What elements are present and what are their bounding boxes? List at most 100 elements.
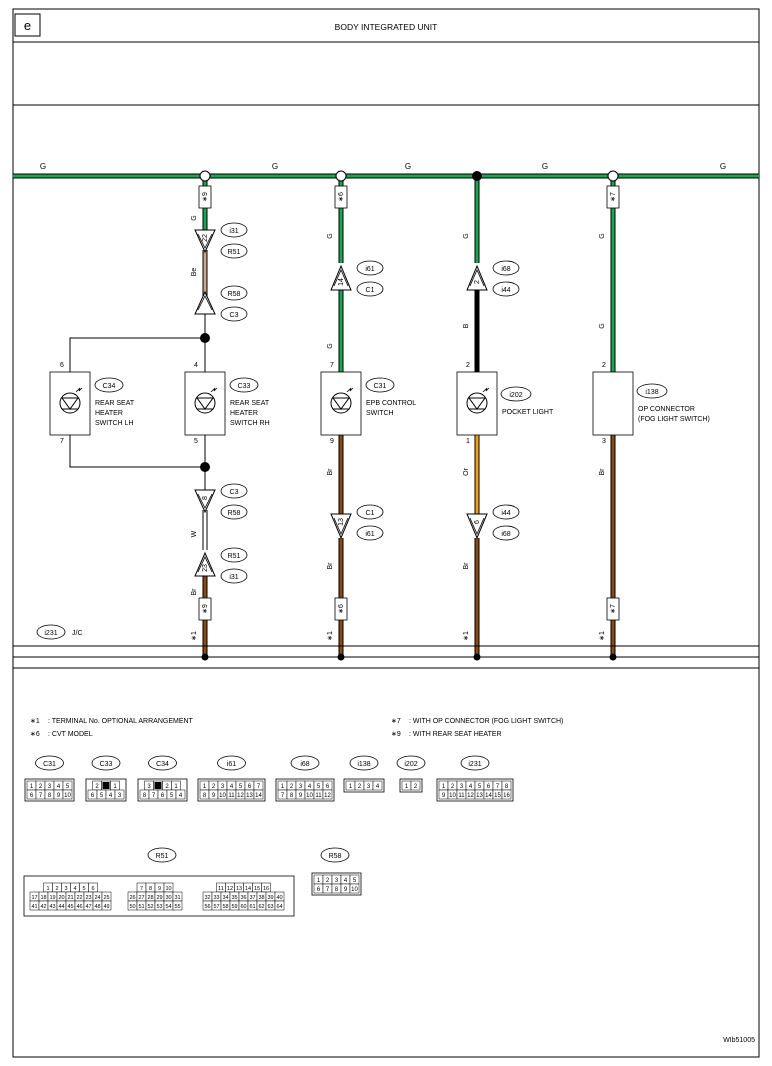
pin-label: 6 <box>317 887 321 893</box>
connector-code: i68 <box>501 266 510 273</box>
pin-label: 5 <box>100 793 104 799</box>
wire-color-code: G <box>327 233 334 238</box>
pin-label: 22 <box>76 895 82 901</box>
wire-color-code: W <box>191 530 198 537</box>
wire-color-code: G <box>191 215 198 220</box>
pin-cell <box>253 789 264 800</box>
option-star: ∗9 <box>202 192 209 202</box>
splice-point <box>200 333 210 343</box>
pin-label: 26 <box>129 895 135 901</box>
pin-label: 46 <box>76 904 82 910</box>
pin-label: 29 <box>156 895 162 901</box>
pin-label: 3 <box>367 784 371 790</box>
wire-color-code: Br <box>599 468 606 476</box>
pin-label: 9 <box>442 793 446 799</box>
connector-chevron <box>330 264 352 291</box>
rear-seat-heater-switch-lh <box>49 371 91 436</box>
connector-view-callout <box>35 755 64 771</box>
connector-code: i61 <box>365 531 374 538</box>
pin-label: 2 <box>55 886 58 892</box>
pin-label: 4 <box>230 784 234 790</box>
jc-junction <box>609 653 617 661</box>
connector-callout <box>220 306 248 322</box>
pin-label: 6 <box>326 784 330 790</box>
pin-label: 10 <box>165 886 171 892</box>
pin-label: 5 <box>239 784 243 790</box>
connector-callout <box>220 285 248 301</box>
component-label: REAR SEAT <box>230 400 270 407</box>
component-code: i202 <box>509 392 522 399</box>
pin-label: 64 <box>276 904 282 910</box>
pin-label: 4 <box>73 886 76 892</box>
pin-number: 1 <box>466 438 470 445</box>
pin-label: 37 <box>249 895 255 901</box>
pin-label: 10 <box>64 793 71 799</box>
pin-label: 7 <box>281 793 285 799</box>
pin-label: 12 <box>467 793 474 799</box>
connector-view-callout <box>147 847 177 863</box>
pin-label: 43 <box>49 904 55 910</box>
wire-color-code: G <box>463 233 470 238</box>
note-star: ∗7 <box>391 718 401 725</box>
wire-color-code: Br <box>327 468 334 476</box>
connector-code: i44 <box>501 510 510 517</box>
pin-label: 36 <box>240 895 246 901</box>
splice-point <box>200 462 210 472</box>
pin-label: 31 <box>174 895 180 901</box>
pin-number: 4 <box>194 362 198 369</box>
pin-label: 3 <box>64 886 67 892</box>
pin-label: 3 <box>460 784 464 790</box>
pin-label: 61 <box>249 904 255 910</box>
pin-label: 2 <box>358 784 362 790</box>
pin-label: 15 <box>254 886 260 892</box>
pin-label: 19 <box>49 895 55 901</box>
pin-label: 49 <box>103 904 109 910</box>
pin-label: 6 <box>487 784 491 790</box>
pin-label: 16 <box>263 886 269 892</box>
pin-label: 50 <box>129 904 135 910</box>
connector-view-callout <box>349 755 379 771</box>
pin-label: 4 <box>109 793 113 799</box>
connector-view-code: i68 <box>300 761 309 768</box>
connector-code: i44 <box>501 287 510 294</box>
bus-label: G <box>40 162 46 171</box>
component-label: SWITCH RH <box>230 420 270 427</box>
wire-color-code: Br <box>191 588 198 596</box>
pin-label: 11 <box>315 793 322 799</box>
pin-label: 8 <box>149 886 152 892</box>
pin-label: 51 <box>138 904 144 910</box>
pin-number: 7 <box>330 362 334 369</box>
pin-label: 7 <box>39 793 43 799</box>
component-callout <box>94 377 124 393</box>
bus-label: G <box>405 162 411 171</box>
wire-color-code: Br <box>327 562 334 570</box>
connector-code: C1 <box>366 287 375 294</box>
connector-code: C3 <box>230 312 239 319</box>
component-callout <box>229 377 259 393</box>
pin-label: 2 <box>451 784 455 790</box>
splice-point <box>607 170 619 182</box>
splice-point <box>472 171 482 181</box>
pin-label: 59 <box>231 904 237 910</box>
jc-junction <box>473 653 481 661</box>
pin-label: 17 <box>31 895 37 901</box>
pin-label: 2 <box>326 878 330 884</box>
pin-label: 60 <box>240 904 246 910</box>
component-label: REAR SEAT <box>95 400 135 407</box>
option-box <box>198 185 212 209</box>
note-text: : CVT MODEL <box>48 731 93 738</box>
pin-label: 18 <box>40 895 46 901</box>
pin-label: 3 <box>335 878 339 884</box>
connector-view-callout <box>396 755 426 771</box>
pin-label: 4 <box>344 878 348 884</box>
option-star: ∗1 <box>327 631 334 641</box>
option-box <box>606 185 620 209</box>
option-star: ∗1 <box>599 631 606 641</box>
pin-label: 11 <box>458 793 465 799</box>
pin-label: 8 <box>203 793 207 799</box>
pin-label: 10 <box>219 793 226 799</box>
component-label: POCKET LIGHT <box>502 409 554 416</box>
pin-label: 20 <box>58 895 64 901</box>
